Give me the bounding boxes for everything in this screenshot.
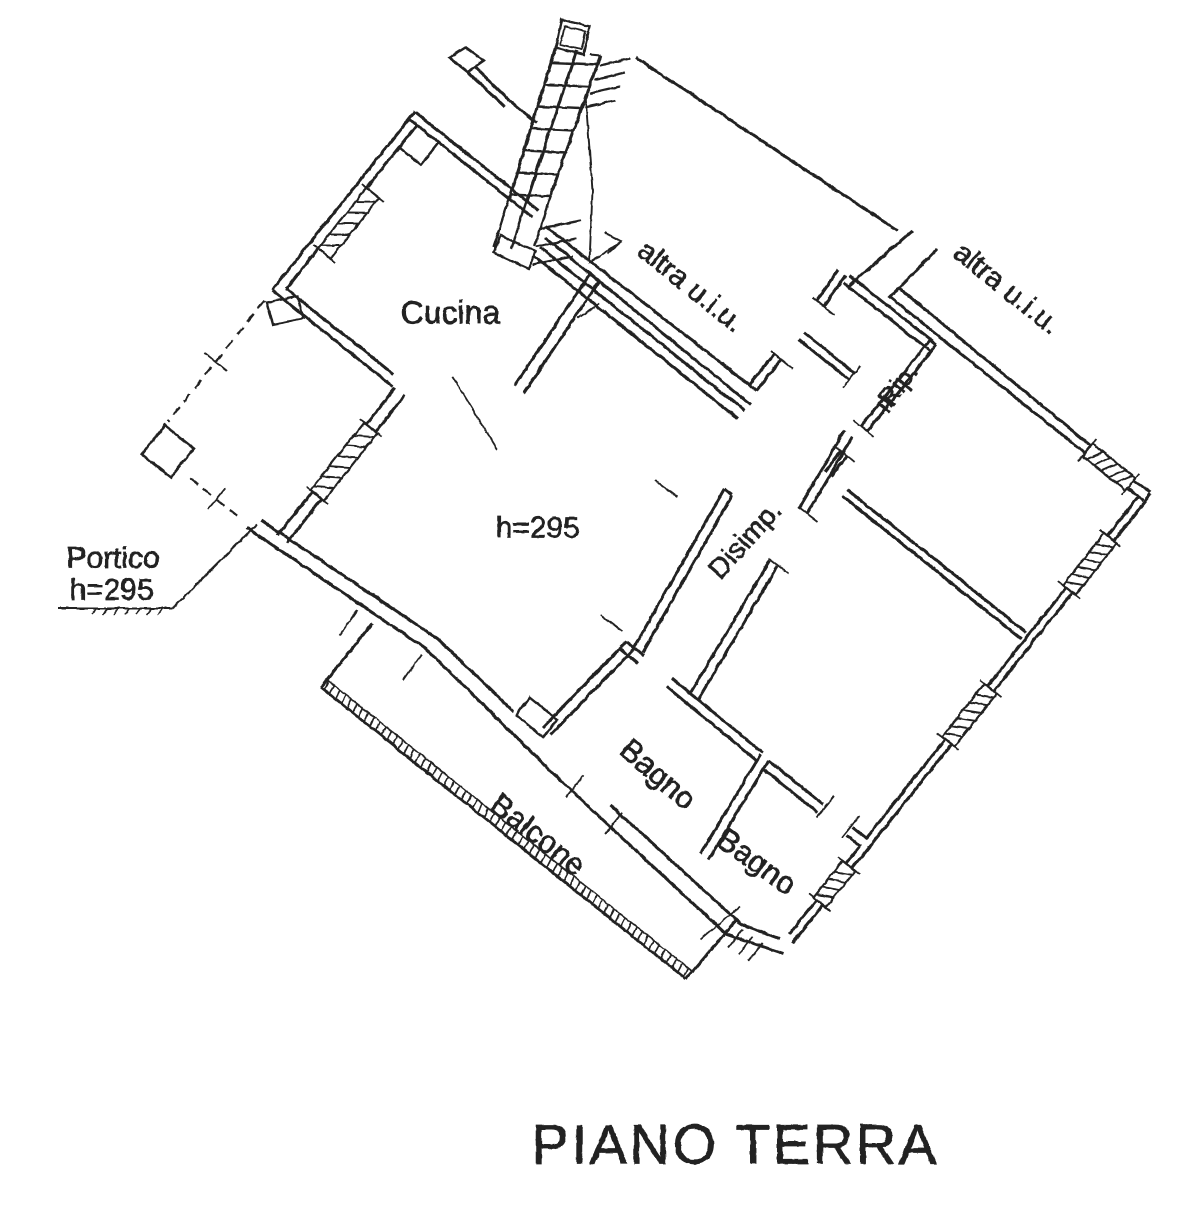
svg-text:h=295: h=295 [495,511,579,544]
svg-text:Portico: Portico [66,541,159,574]
svg-text:h=295: h=295 [69,573,153,606]
svg-text:PIANO TERRA: PIANO TERRA [531,1112,938,1175]
svg-text:Cucina: Cucina [400,294,500,330]
